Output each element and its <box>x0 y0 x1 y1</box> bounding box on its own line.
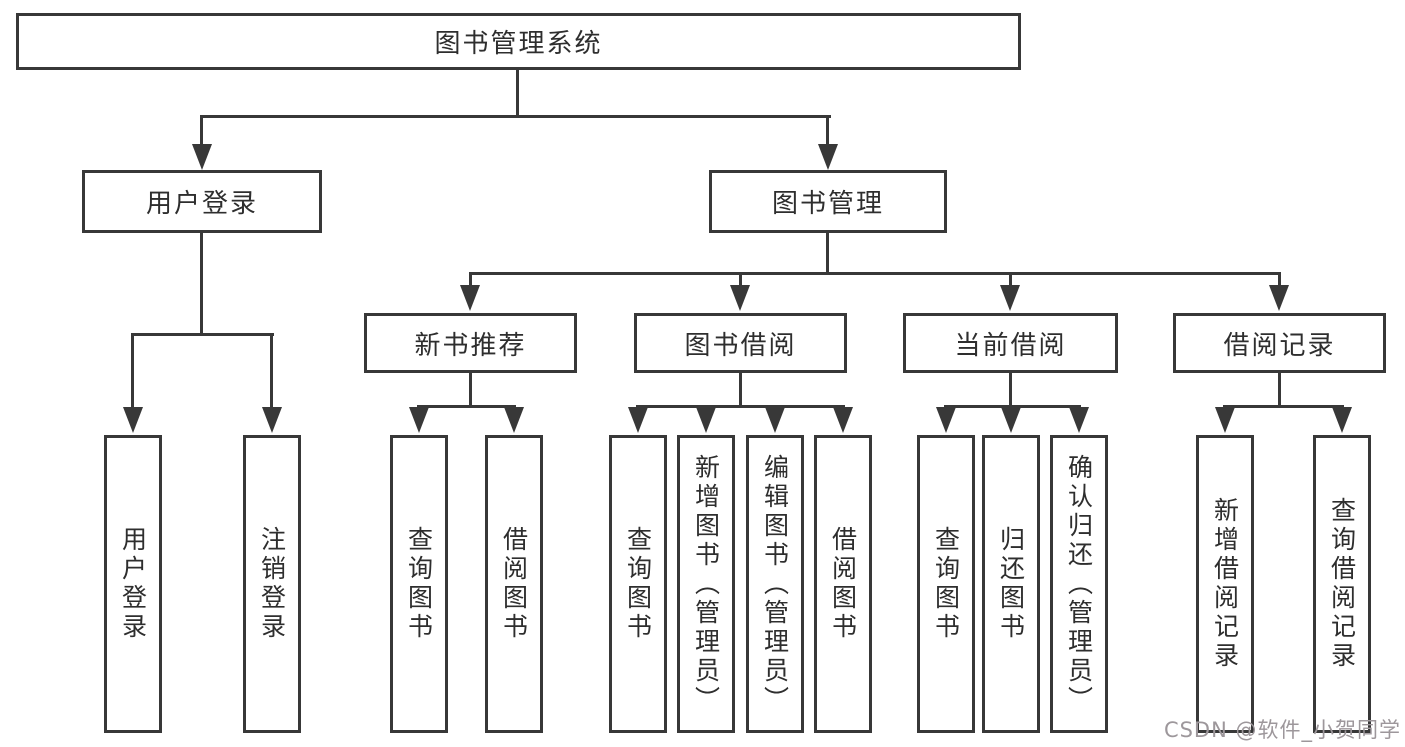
connector-book-borrow-drop <box>739 373 742 407</box>
arrowhead-leaf-query-books-2 <box>628 407 648 433</box>
connector-branch-book-borrow <box>636 405 845 408</box>
leaf-query-books-2: 查询图书 <box>609 435 667 733</box>
connector-new-book-drop <box>469 373 472 407</box>
arrowhead-borrow-records <box>1269 285 1289 311</box>
connector-drop-user-login <box>200 117 203 145</box>
leaf-edit-book-admin: 编辑图书（管理员） <box>746 435 804 733</box>
leaf-add-borrow-record: 新增借阅记录 <box>1196 435 1254 733</box>
leaf-query-borrow-record: 查询借阅记录 <box>1313 435 1371 733</box>
connector-branch-level3 <box>469 272 1281 275</box>
leaf-borrow-books-2: 借阅图书 <box>814 435 872 733</box>
arrowhead-leaf-query-books-1 <box>409 407 429 433</box>
leaf-query-books-1: 查询图书 <box>390 435 448 733</box>
node-book-management: 图书管理 <box>709 170 947 233</box>
leaf-confirm-return-admin: 确认归还（管理员） <box>1050 435 1108 733</box>
arrowhead-leaf-query-books-3 <box>936 407 956 433</box>
connector-drop-new-book <box>469 274 472 287</box>
csdn-watermark: CSDN @软件_小贺同学 <box>1163 718 1401 742</box>
arrowhead-leaf-confirm-return <box>1069 407 1089 433</box>
arrowhead-leaf-return-book <box>1001 407 1021 433</box>
arrowhead-leaf-logout <box>262 407 282 433</box>
arrowhead-leaf-query-record <box>1332 407 1352 433</box>
leaf-add-book-admin: 新增图书（管理员） <box>677 435 735 733</box>
arrowhead-leaf-add-record <box>1215 407 1235 433</box>
arrowhead-new-book <box>460 285 480 311</box>
arrowhead-user-login <box>192 144 212 170</box>
connector-drop-borrow-records <box>1278 274 1281 287</box>
connector-branch-new-book <box>417 405 516 408</box>
arrowhead-book-management <box>818 144 838 170</box>
leaf-user-login: 用户登录 <box>104 435 162 733</box>
node-book-borrow: 图书借阅 <box>634 313 847 373</box>
arrowhead-book-borrow <box>730 285 750 311</box>
connector-branch-borrow-records <box>1223 405 1344 408</box>
connector-current-borrow-drop <box>1009 373 1012 407</box>
connector-drop-book-borrow <box>739 274 742 287</box>
arrowhead-current-borrow <box>1000 285 1020 311</box>
node-borrow-records: 借阅记录 <box>1173 313 1386 373</box>
arrowhead-leaf-borrow-books-1 <box>504 407 524 433</box>
connector-drop-book-management <box>826 117 829 145</box>
connector-book-management-drop <box>826 233 829 274</box>
connector-drop-leaf-logout <box>270 335 273 409</box>
leaf-logout: 注销登录 <box>243 435 301 733</box>
connector-root-drop <box>516 70 519 117</box>
leaf-query-books-3: 查询图书 <box>917 435 975 733</box>
node-user-login: 用户登录 <box>82 170 322 233</box>
node-current-borrow: 当前借阅 <box>903 313 1118 373</box>
leaf-borrow-books-1: 借阅图书 <box>485 435 543 733</box>
arrowhead-leaf-login <box>123 407 143 433</box>
connector-branch-user-login <box>131 333 274 336</box>
connector-borrow-records-drop <box>1278 373 1281 407</box>
arrowhead-leaf-edit-book <box>765 407 785 433</box>
connector-drop-leaf-login <box>131 335 134 409</box>
connector-branch-level2 <box>200 115 831 118</box>
connector-user-login-drop <box>200 233 203 335</box>
arrowhead-leaf-borrow-books-2 <box>833 407 853 433</box>
node-root: 图书管理系统 <box>16 13 1021 70</box>
connector-branch-current-borrow <box>944 405 1081 408</box>
connector-drop-current-borrow <box>1009 274 1012 287</box>
arrowhead-leaf-add-book <box>696 407 716 433</box>
node-new-book-recommend: 新书推荐 <box>364 313 577 373</box>
leaf-return-book: 归还图书 <box>982 435 1040 733</box>
